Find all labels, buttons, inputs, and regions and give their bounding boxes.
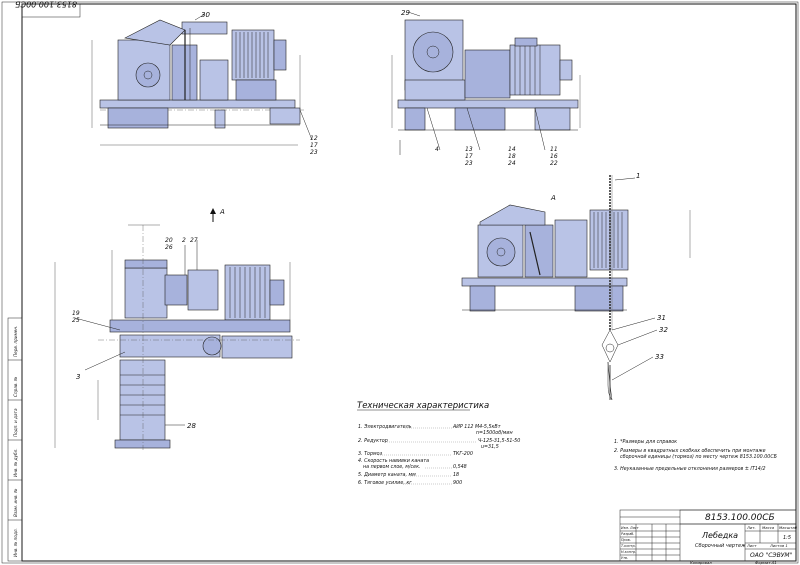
- tech-item-label: 6. Тяговое усилие, кг: [358, 480, 412, 486]
- title-sheets-label: Листов 1: [769, 543, 788, 548]
- title-row-label: Утв.: [621, 556, 628, 560]
- callout-1: 1: [636, 172, 640, 180]
- callout-17: 17: [310, 142, 318, 149]
- callout-13: 13: [465, 146, 473, 153]
- tech-item-value: 900: [453, 480, 462, 486]
- view-arrow-label: А: [219, 208, 225, 216]
- side-strip-label: Перв. примен.: [13, 326, 18, 357]
- tech-item-value: ТКГ-200: [453, 451, 473, 457]
- title-lit-header: Лит.: [746, 525, 756, 530]
- callout-19: 19: [72, 310, 80, 317]
- callout-12: 12: [310, 135, 318, 142]
- view-plan: [54, 208, 300, 450]
- callout-20: 20: [165, 237, 173, 244]
- note-2a: 2. Размеры в квадратных скобках обеспечи…: [614, 448, 766, 454]
- callout-24: 24: [508, 160, 516, 167]
- title-row-label: Т.контр.: [621, 544, 636, 548]
- side-strip-label: Подп. и дата: [13, 408, 18, 437]
- title-mass-header: Масса: [762, 525, 775, 530]
- callout-4: 4: [435, 146, 439, 153]
- callout-2: 2: [182, 237, 186, 244]
- callout-16: 16: [550, 153, 558, 160]
- callout-17b: 17: [465, 153, 473, 160]
- tech-item-label: 2. Редуктор: [358, 438, 388, 444]
- title-sheet-label: Лист: [746, 543, 757, 548]
- view-a-label: А: [550, 194, 556, 202]
- callout-22: 22: [550, 160, 558, 167]
- view-side: [391, 11, 581, 155]
- title-row-label: Изм. Лист: [621, 526, 640, 530]
- callout-18: 18: [508, 153, 516, 160]
- tech-item-label: 4. Скорость навивки каната: [358, 458, 429, 464]
- callout-26: 26: [165, 244, 173, 251]
- title-name: Лебедка: [701, 531, 738, 540]
- callout-23: 23: [310, 149, 318, 156]
- tech-item-value: 0,548: [453, 464, 467, 470]
- side-strip-label: Инв. № дубл.: [13, 448, 18, 477]
- title-format: Формат А1: [755, 560, 777, 565]
- tech-spec-title: Техническая характеристика: [357, 401, 489, 411]
- callout-23b: 23: [465, 160, 473, 167]
- title-row-label: Н.контр.: [621, 550, 636, 554]
- callout-33: 33: [655, 353, 664, 361]
- callout-25: 25: [72, 317, 80, 324]
- title-copied: Копировал: [690, 560, 712, 565]
- side-strip-label: Взам. инв. №: [13, 488, 18, 517]
- view-a: А: [461, 175, 691, 401]
- callout-29: 29: [401, 9, 410, 17]
- top-doc-number-box: 8153.100.00СБ: [15, 0, 81, 18]
- side-strip: Перв. примен. Справ. № Подп. и дата Инв.…: [7, 317, 23, 562]
- callout-32: 32: [659, 326, 668, 334]
- title-scale-value: 1:5: [783, 535, 791, 541]
- notes: 1. *Размеры для справок 2. Размеры в ква…: [614, 439, 778, 472]
- callout-31: 31: [657, 314, 666, 322]
- tech-item-label: 5. Диаметр каната, мм: [358, 472, 416, 478]
- view-front: [91, 13, 313, 146]
- title-block: 8153.100.00СБ Лебедка Сборочный чертеж Л…: [619, 509, 798, 565]
- tech-item-label: на первом слое, м/сек.: [363, 464, 421, 470]
- title-scale-header: Масштаб: [779, 525, 798, 530]
- callout-14: 14: [508, 146, 516, 153]
- note-1: 1. *Размеры для справок: [614, 439, 677, 445]
- tech-item-label: 3. Тормоз: [358, 451, 383, 457]
- tech-item-value: Ч-125-31,5-51-50: [478, 438, 520, 444]
- side-strip-label: Инв. № подл.: [13, 528, 18, 557]
- tech-item-value2: u=31,5: [481, 444, 499, 450]
- tech-item-label: 1. Электродвигатель: [358, 424, 412, 430]
- callout-30: 30: [201, 11, 210, 19]
- note-2b: сборочной единицы (тормоз) по месту черт…: [620, 454, 778, 460]
- callout-11: 11: [550, 146, 558, 153]
- callout-3: 3: [76, 373, 80, 381]
- top-doc-number: 8153.100.00СБ: [15, 0, 77, 8]
- title-subname: Сборочный чертеж: [695, 543, 746, 549]
- title-doc-number: 8153.100.00СБ: [705, 513, 775, 523]
- title-row-label: Пров.: [621, 538, 631, 542]
- title-org: ОАО "СЭВУМ": [750, 552, 793, 559]
- note-3: 3. Неуказанные предельные отклонения раз…: [614, 466, 766, 472]
- tech-item-value: АИР 112 М4-5,5кВт: [452, 424, 501, 430]
- tech-item-value2: n=1500об/мин: [476, 430, 513, 436]
- tech-spec: Техническая характеристика 1. Электродви…: [357, 401, 520, 486]
- tech-item-value: 18: [453, 472, 459, 478]
- title-row-label: Разраб.: [621, 532, 634, 536]
- sheet-frame: [21, 3, 797, 562]
- side-strip-label: Справ. №: [13, 376, 18, 397]
- callout-28: 28: [187, 422, 196, 430]
- callout-27: 27: [190, 237, 198, 244]
